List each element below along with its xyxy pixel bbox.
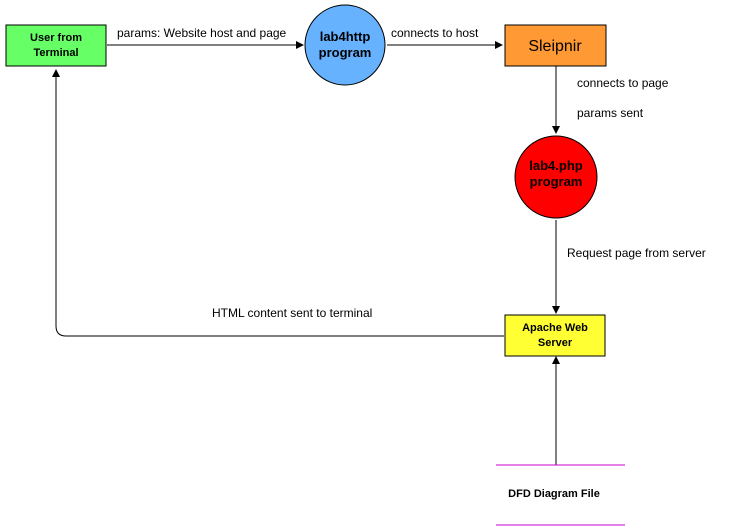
node-sleipnir[interactable]: Sleipnir [504,24,607,67]
node-sleipnir-box [504,24,607,67]
node-user-terminal-label-line2: Terminal [33,47,78,59]
node-apache-label-line1: Apache Web [522,322,588,334]
node-user-terminal-label-line1: User from [30,32,82,44]
node-lab4php[interactable]: lab4.php program [514,135,598,219]
node-apache-label-line2: Server [538,337,573,349]
node-lab4http-circle [304,4,386,86]
node-lab4php-circle [514,135,598,219]
node-datastore[interactable]: DFD Diagram File [496,464,625,526]
edge-label-connects-host: connects to host [391,26,479,40]
node-lab4http-label-line1: lab4http [320,29,371,44]
edge-label-params-sent: params sent [577,106,644,120]
node-apache-box [504,314,606,357]
edge-label-params-website: params: Website host and page [117,26,287,40]
edge-label-html-content: HTML content sent to terminal [212,306,372,320]
node-user-terminal[interactable]: User from Terminal [5,24,107,67]
edge-apache-to-user [52,69,504,337]
edge-label-request-page: Request page from server [567,246,706,260]
node-user-terminal-box [5,24,107,67]
datastore-label: DFD Diagram File [508,488,600,500]
node-lab4http[interactable]: lab4http program [304,4,386,86]
node-sleipnir-label: Sleipnir [528,38,582,55]
edge-label-connects-page: connects to page [577,76,669,90]
node-lab4http-label-line2: program [319,45,372,60]
node-lab4php-label-line2: program [530,174,583,189]
node-apache[interactable]: Apache Web Server [504,314,606,357]
node-lab4php-label-line1: lab4.php [529,158,583,173]
